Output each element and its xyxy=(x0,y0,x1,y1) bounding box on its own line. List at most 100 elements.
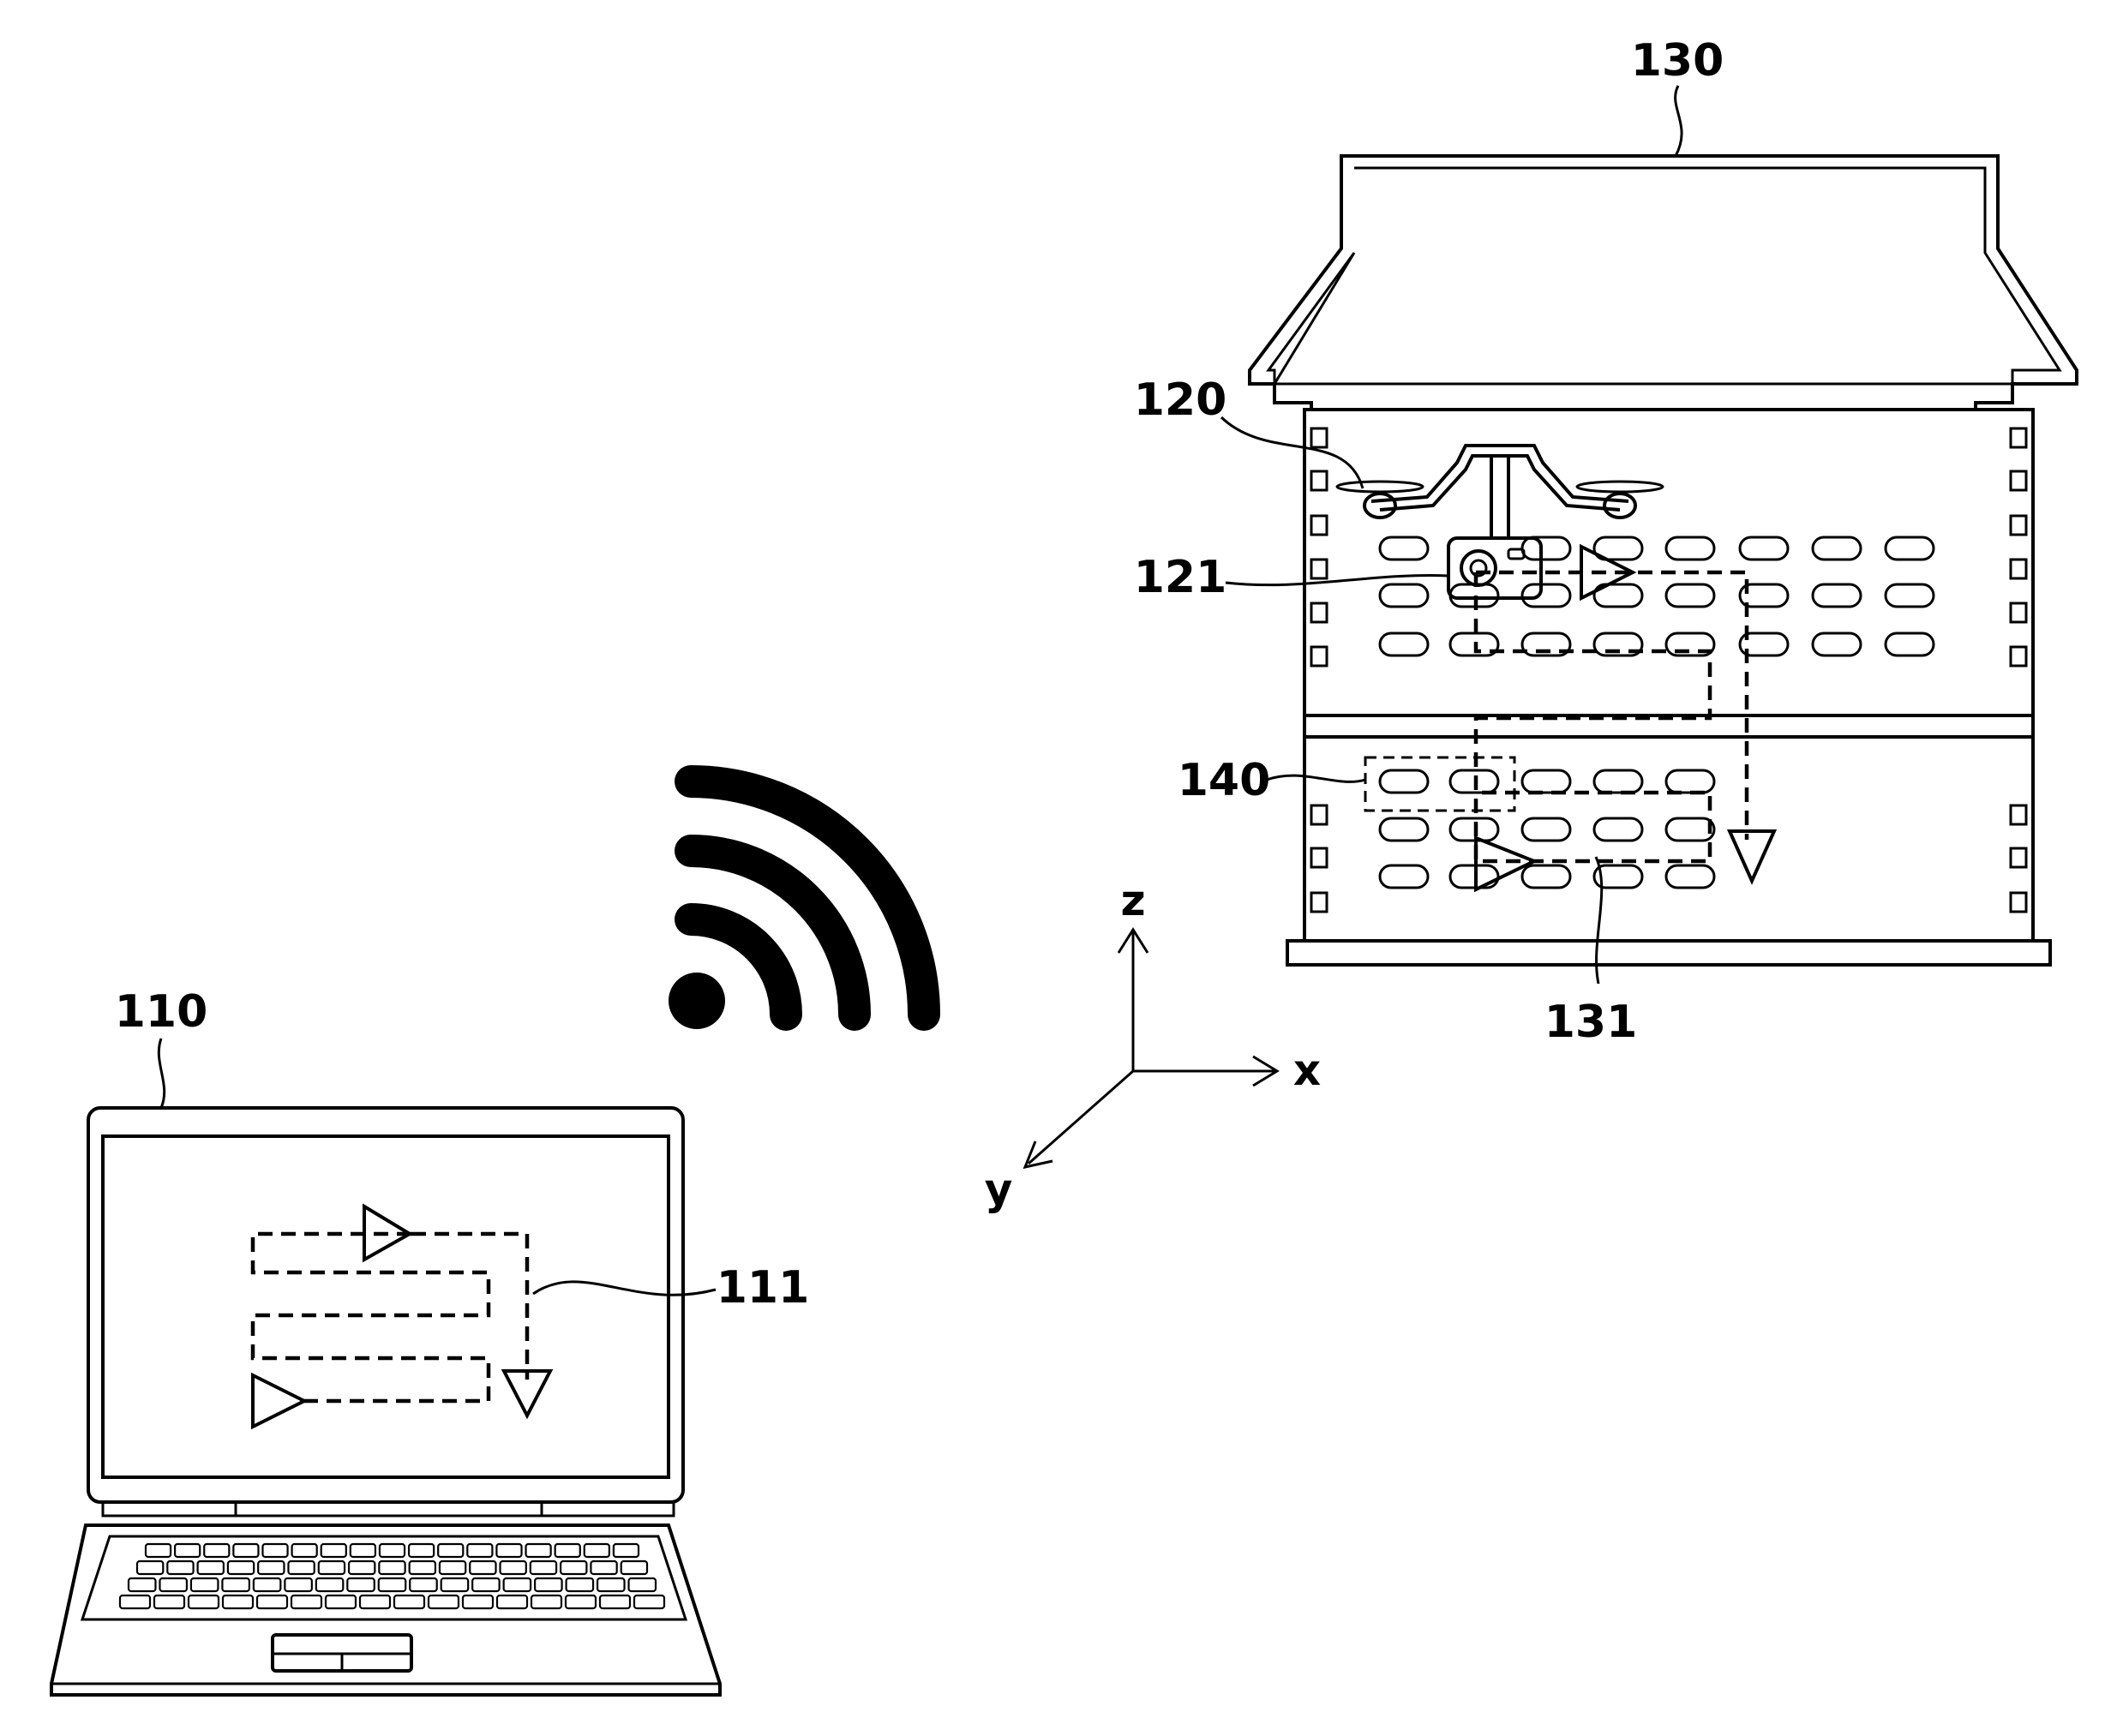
keyboard-key xyxy=(471,1577,501,1593)
keyboard-key xyxy=(349,1542,377,1559)
hive-side-slot xyxy=(2009,847,2028,869)
keyboard-key xyxy=(377,1577,407,1593)
hive-entrance-hole xyxy=(1520,632,1572,657)
keyboard-key xyxy=(502,1577,532,1593)
hive-side-slot xyxy=(2009,470,2028,492)
keyboard-key xyxy=(583,1542,610,1559)
hive-side-slot xyxy=(1310,804,1328,826)
hive-entrance-hole xyxy=(1378,536,1430,561)
keyboard-key xyxy=(174,1542,201,1559)
hive-side-slot xyxy=(2009,558,2028,580)
keyboard-key xyxy=(495,1542,523,1559)
keyboard-key xyxy=(469,1559,497,1576)
hive-entrance-hole xyxy=(1520,817,1572,842)
hive-entrance-hole xyxy=(1738,583,1790,608)
hive-side-slot xyxy=(1310,602,1328,624)
keyboard-key xyxy=(189,1577,219,1593)
keyboard-key xyxy=(315,1577,345,1593)
screen-flight-path xyxy=(250,1203,554,1430)
label-drone: 120 xyxy=(1134,374,1227,426)
keyboard-key xyxy=(438,1559,467,1576)
keyboard-key xyxy=(159,1577,189,1593)
keyboard-key xyxy=(461,1594,495,1610)
label-hive: 130 xyxy=(1631,35,1724,87)
hive-side-slot xyxy=(1310,891,1328,913)
keyboard-key xyxy=(226,1559,255,1576)
hive-side-slot xyxy=(2009,891,2028,913)
hive-entrance-hole xyxy=(1738,632,1790,657)
hive-side-slot xyxy=(2009,602,2028,624)
hive-side-slot xyxy=(2009,427,2028,449)
keyboard-key xyxy=(252,1577,282,1593)
axis-label-y: y xyxy=(985,1164,1013,1214)
hive-entrance-hole xyxy=(1378,864,1430,889)
keyboard-key xyxy=(554,1542,581,1559)
keyboard-key xyxy=(320,1542,347,1559)
hive-entrance-hole xyxy=(1664,583,1716,608)
frame-region-box xyxy=(1364,756,1516,812)
keyboard-key xyxy=(291,1542,318,1559)
hive-entrance-hole xyxy=(1520,864,1572,889)
hive-side-slot xyxy=(1310,847,1328,869)
keyboard-key xyxy=(284,1577,313,1593)
keyboard-key xyxy=(196,1559,225,1576)
hive-entrance-hole xyxy=(1520,583,1572,608)
label-camera: 121 xyxy=(1134,552,1227,603)
axis-label-x: x xyxy=(1293,1045,1321,1095)
keyboard-key xyxy=(346,1577,375,1593)
keyboard-key xyxy=(347,1559,376,1576)
keyboard-key xyxy=(144,1542,172,1559)
keyboard-key xyxy=(525,1542,552,1559)
hive-entrance-hole xyxy=(1884,536,1935,561)
hive-side-slot xyxy=(1310,645,1328,667)
hive-side-slot xyxy=(1310,470,1328,492)
keyboard-key xyxy=(232,1542,260,1559)
hive-entrance-hole xyxy=(1520,769,1572,794)
keyboard-key xyxy=(598,1594,632,1610)
hive-entrance-hole xyxy=(1664,817,1716,842)
coordinate-axes xyxy=(1023,927,1280,1170)
label-hive-path: 131 xyxy=(1544,997,1638,1048)
keyboard-key xyxy=(596,1577,626,1593)
keyboard-key xyxy=(466,1542,494,1559)
hive-side-slot xyxy=(2009,804,2028,826)
keyboard-key xyxy=(560,1559,588,1576)
keyboard-key xyxy=(440,1577,470,1593)
keyboard-key xyxy=(135,1559,165,1576)
keyboard-key xyxy=(627,1577,657,1593)
keyboard-key xyxy=(393,1594,426,1610)
keyboard-key xyxy=(187,1594,220,1610)
hive-flight-path xyxy=(1473,543,1778,893)
keyboard-key xyxy=(290,1594,323,1610)
leader-lines xyxy=(157,85,1683,1296)
hive-entrance-hole xyxy=(1592,769,1644,794)
keyboard-key xyxy=(221,1594,255,1610)
keyboard-key xyxy=(257,1559,285,1576)
hive-entrance-hole xyxy=(1592,583,1644,608)
keyboard-key xyxy=(317,1559,346,1576)
keyboard-key xyxy=(287,1559,315,1576)
hive-entrance-hole xyxy=(1884,583,1935,608)
hive-entrance-hole xyxy=(1811,632,1862,657)
hive-entrance-hole xyxy=(1592,864,1644,889)
keyboard-key xyxy=(534,1577,563,1593)
hive-entrance-hole xyxy=(1811,583,1862,608)
keyboard-key xyxy=(612,1542,640,1559)
keyboard-key xyxy=(358,1594,392,1610)
label-screen-path: 111 xyxy=(717,1262,810,1314)
hive-entrance-hole xyxy=(1378,769,1430,794)
keyboard-key xyxy=(203,1542,231,1559)
keyboard-key xyxy=(620,1559,649,1576)
hive-side-slot xyxy=(1310,514,1328,536)
hive-entrance-hole xyxy=(1378,583,1430,608)
hive-entrance-hole xyxy=(1664,864,1716,889)
hive-entrance-hole xyxy=(1520,536,1572,561)
hive-entrance-hole xyxy=(1664,536,1716,561)
hive-side-slot xyxy=(2009,645,2028,667)
hive-side-slot xyxy=(2009,514,2028,536)
keyboard-key xyxy=(118,1594,152,1610)
keyboard-key xyxy=(221,1577,250,1593)
keyboard-key xyxy=(127,1577,157,1593)
